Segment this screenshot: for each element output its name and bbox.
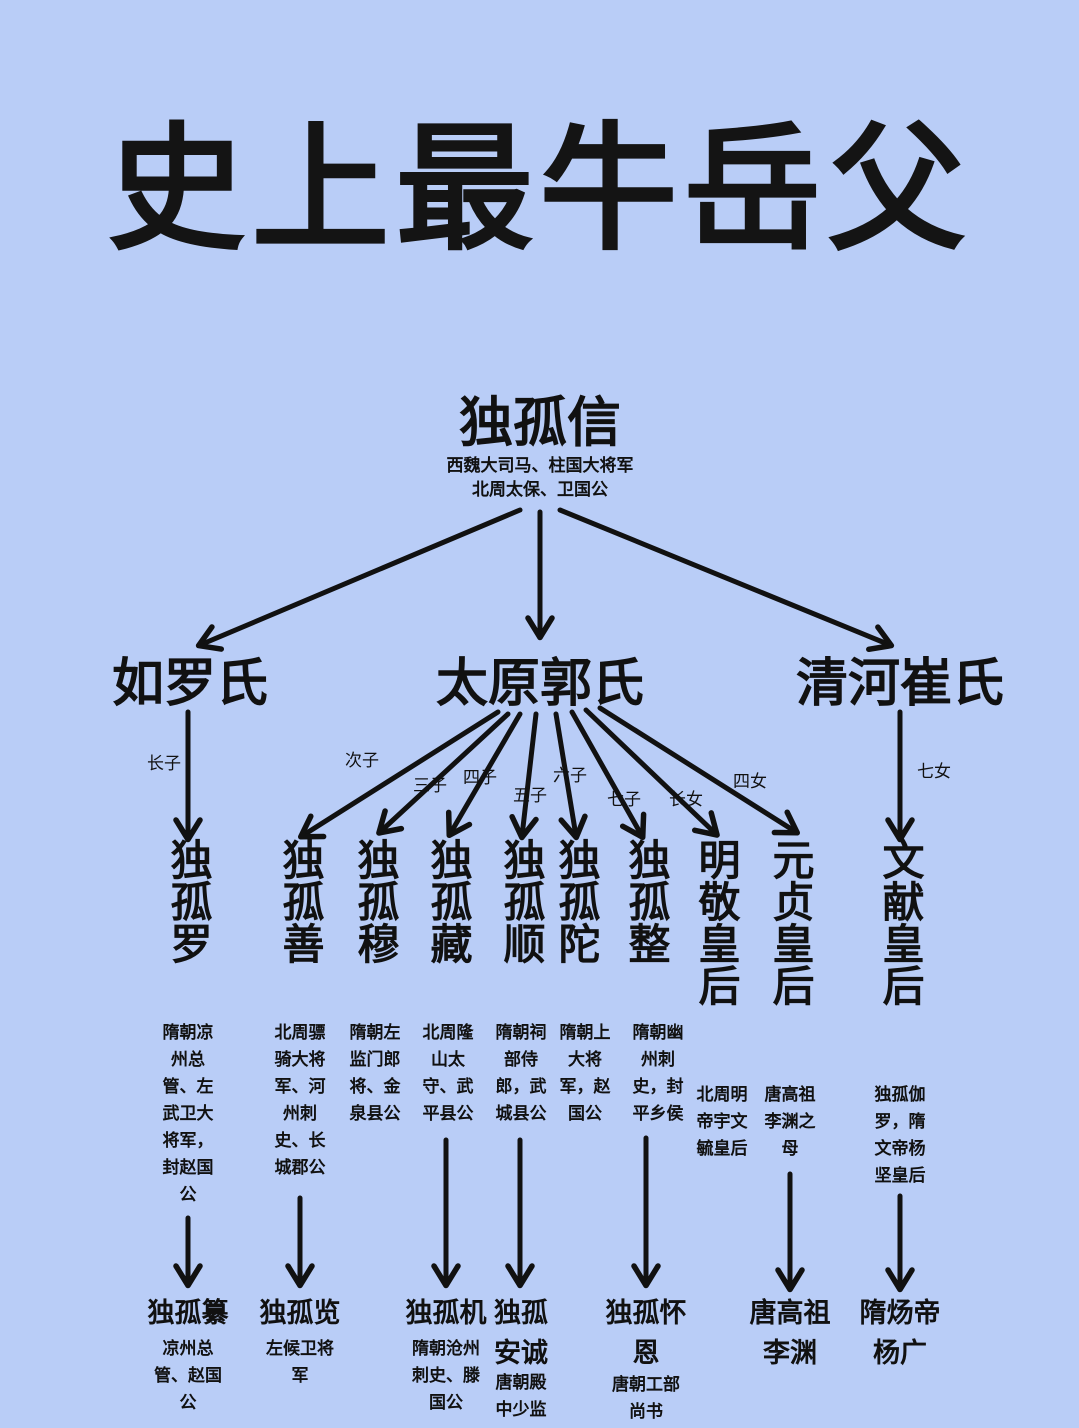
arrow-guo-to-yuanzhen bbox=[597, 705, 801, 836]
arrow-root-to-ruluo bbox=[195, 507, 523, 652]
child-desc: 隋朝凉州总管、左武卫大将军，封赵国公 bbox=[162, 1023, 214, 1205]
child-desc: 北周隆山太守、武平县公 bbox=[422, 1023, 474, 1124]
child-desc: 隋朝幽州刺史，封平乡侯 bbox=[632, 1023, 684, 1124]
grandchild-name: 独孤纂 bbox=[147, 1298, 229, 1329]
root-name: 独孤信 bbox=[459, 391, 621, 454]
child-name: 文献皇后 bbox=[876, 838, 925, 1006]
child-name: 元贞皇后 bbox=[766, 838, 815, 1006]
arrow-guo-to-mingjing bbox=[583, 707, 720, 838]
relation-label: 长女 bbox=[669, 790, 703, 810]
arrow-guo-to-zheng bbox=[569, 709, 647, 841]
arrow-guo-to-shan bbox=[297, 709, 501, 840]
grandchild-name: 隋炀帝杨广 bbox=[859, 1298, 941, 1369]
spouse-cui: 清河崔氏 bbox=[795, 654, 1005, 714]
relation-label: 七子 bbox=[607, 790, 641, 810]
relation-label: 七女 bbox=[917, 762, 951, 782]
relation-label: 四女 bbox=[733, 772, 767, 792]
child-desc: 隋朝上大将军，赵国公 bbox=[559, 1023, 611, 1124]
relation-label: 四子 bbox=[463, 768, 497, 788]
relation-label: 三子 bbox=[413, 776, 447, 796]
child-name: 独孤罗 bbox=[164, 838, 213, 964]
arrow-guo-to-tuo bbox=[553, 711, 588, 841]
relation-label: 六子 bbox=[553, 766, 587, 786]
relation-label: 次子 bbox=[345, 751, 379, 771]
arrow-guo-to-zang bbox=[445, 711, 523, 839]
child-desc: 北周骠骑大将军、河州刺史、长城郡公 bbox=[274, 1023, 326, 1178]
child-name: 明敬皇后 bbox=[692, 838, 741, 1006]
child-name: 独孤藏 bbox=[424, 838, 473, 964]
relation-label: 五子 bbox=[513, 786, 547, 806]
child-name: 独孤穆 bbox=[351, 838, 400, 964]
root-desc-line: 西魏大司马、柱国大将军 bbox=[446, 456, 634, 476]
child-name: 独孤善 bbox=[276, 838, 325, 964]
grandchild-desc: 唐朝工部尚书 bbox=[612, 1375, 680, 1422]
spouse-ruluo: 如罗氏 bbox=[111, 654, 269, 714]
grandchild-desc: 唐朝殿中少监 bbox=[495, 1373, 547, 1420]
arrow-guo-to-shun bbox=[509, 711, 539, 841]
arrow-guo-to-mu bbox=[376, 711, 511, 836]
child-desc: 隋朝祠部侍郎，武城县公 bbox=[495, 1023, 547, 1124]
arrow-root-to-cui bbox=[557, 507, 895, 653]
grandchild-desc: 隋朝沧州刺史、滕国公 bbox=[412, 1339, 480, 1413]
grandchild-name: 独孤安诚 bbox=[494, 1298, 548, 1369]
relation-label: 长子 bbox=[147, 754, 181, 774]
grandchild-name: 独孤怀恩 bbox=[605, 1298, 687, 1369]
grandchild-name: 独孤览 bbox=[259, 1298, 341, 1329]
grandchild-desc: 凉州总管、赵国公 bbox=[154, 1339, 222, 1413]
child-name: 独孤顺 bbox=[497, 838, 546, 964]
child-name: 独孤整 bbox=[622, 838, 671, 964]
root-desc: 西魏大司马、柱国大将军 北周太保、卫国公 bbox=[447, 454, 634, 502]
grandchild-name: 唐高祖李渊 bbox=[749, 1298, 831, 1369]
child-desc: 隋朝左监门郎将、金泉县公 bbox=[349, 1023, 401, 1124]
child-desc: 唐高祖李渊之母 bbox=[764, 1085, 816, 1159]
spouse-guo: 太原郭氏 bbox=[435, 654, 645, 714]
grandchild-desc: 左候卫将军 bbox=[266, 1339, 334, 1386]
grandchild-name: 独孤机 bbox=[405, 1298, 487, 1329]
root-desc-line: 北周太保、卫国公 bbox=[472, 480, 608, 500]
page-title: 史上最牛岳父 bbox=[107, 107, 972, 270]
child-desc: 独孤伽罗，隋文帝杨坚皇后 bbox=[874, 1085, 926, 1186]
child-desc: 北周明帝宇文毓皇后 bbox=[696, 1085, 748, 1159]
child-name: 独孤陀 bbox=[552, 838, 601, 964]
